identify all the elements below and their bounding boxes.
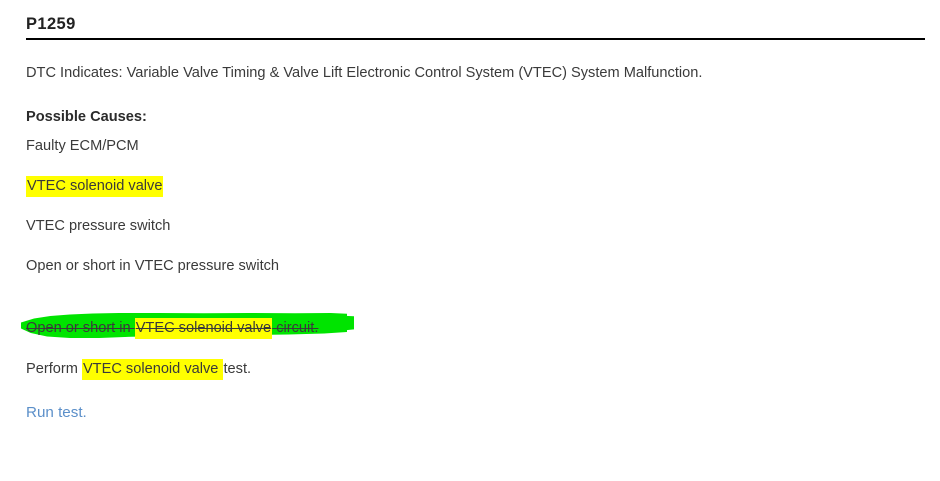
highlight-yellow: VTEC solenoid valve <box>134 318 273 339</box>
cause-item: Faulty ECM/PCM <box>26 138 139 154</box>
struck-prefix: Open or short in <box>26 320 135 336</box>
header-divider <box>26 38 925 40</box>
highlight-yellow: VTEC solenoid valve <box>81 359 224 380</box>
run-test-link[interactable]: Run test. <box>26 404 87 421</box>
struck-suffix: circuit. <box>272 320 319 336</box>
struck-text: Open or short in VTEC solenoid valve cir… <box>26 318 319 339</box>
dtc-content: DTC Indicates: Variable Valve Timing & V… <box>21 56 925 422</box>
cause-item: VTEC pressure switch <box>26 218 171 234</box>
highlight-yellow: VTEC solenoid valve <box>26 176 164 197</box>
dtc-description: DTC Indicates: Variable Valve Timing & V… <box>26 65 703 81</box>
dtc-header: P1259 <box>26 14 925 40</box>
page-title: P1259 <box>26 15 76 33</box>
green-marker-wrapper: Open or short in VTEC solenoid valve cir… <box>21 297 354 339</box>
perform-suffix: test. <box>223 361 252 377</box>
cause-item: VTEC solenoid valve <box>26 156 925 197</box>
cause-item-struck: Open or short in VTEC solenoid valve cir… <box>21 276 925 339</box>
perform-prefix: Perform <box>26 361 82 377</box>
highlight-green-marker-tail <box>326 315 354 333</box>
perform-test-line: Perform VTEC solenoid valve test. <box>26 338 925 380</box>
possible-causes-heading: Possible Causes: <box>26 109 147 125</box>
cause-item: Open or short in VTEC pressure switch <box>26 258 280 274</box>
